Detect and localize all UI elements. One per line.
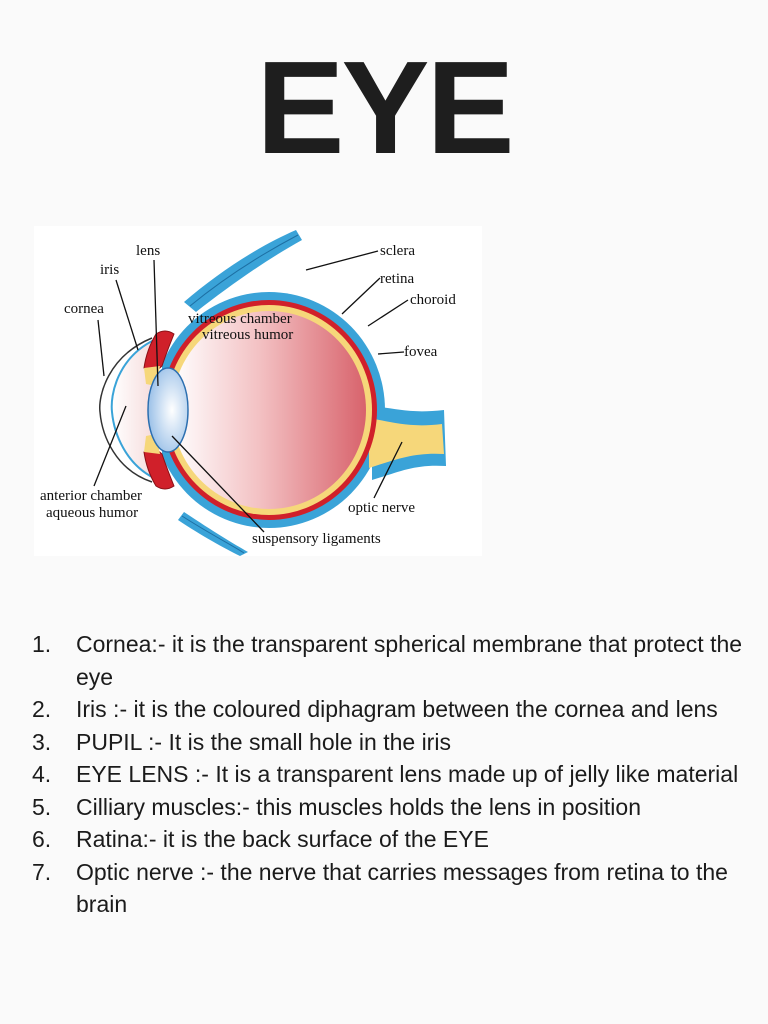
eye-diagram: lens iris cornea sclera retina choroid v… bbox=[34, 226, 482, 556]
lens-shape bbox=[147, 367, 189, 453]
label-vitreous-chamber: vitreous chamber bbox=[188, 311, 292, 327]
list-item-number: 3. bbox=[32, 728, 52, 755]
list-item: 3. PUPIL :- It is the small hole in the … bbox=[32, 726, 744, 759]
pointer-retina bbox=[341, 277, 381, 315]
list-item: 2. Iris :- it is the coloured diphagram … bbox=[32, 693, 744, 726]
list-item-text: Optic nerve :- the nerve that carries me… bbox=[76, 858, 728, 918]
pointer-anterior bbox=[93, 405, 127, 487]
eye-parts-list: 1. Cornea:- it is the transparent spheri… bbox=[32, 628, 744, 921]
pointer-choroid bbox=[367, 299, 409, 327]
pointer-fovea bbox=[377, 351, 405, 355]
list-item-number: 4. bbox=[32, 761, 52, 787]
list-item-text: Cornea:- it is the transparent spherical… bbox=[76, 631, 743, 690]
list-item-number: 5. bbox=[32, 793, 52, 820]
muscle-band-top bbox=[184, 230, 302, 312]
list-item-number: 2. bbox=[32, 696, 52, 722]
pointer-iris bbox=[115, 279, 139, 351]
list-item-text: Cilliary muscles:- this muscles holds th… bbox=[76, 793, 641, 820]
cornea-inner bbox=[110, 338, 155, 480]
muscle-band-line-top bbox=[189, 234, 299, 307]
ciliary-body-bottom bbox=[143, 448, 175, 490]
label-fovea: fovea bbox=[404, 344, 438, 360]
list-item-text: Iris :- it is the coloured diphagram bet… bbox=[76, 696, 718, 722]
page-title: EYE bbox=[256, 34, 514, 181]
ciliary-body-top bbox=[143, 330, 175, 372]
eye-diagram-svg: lens iris cornea sclera retina choroid v… bbox=[40, 230, 456, 556]
label-vitreous-humor: vitreous humor bbox=[202, 327, 293, 343]
optic-nerve bbox=[369, 418, 444, 468]
muscle-band-line-bottom bbox=[181, 515, 245, 554]
label-choroid: choroid bbox=[410, 292, 456, 308]
pointer-sclera bbox=[305, 250, 379, 271]
pointer-lens bbox=[153, 259, 159, 387]
label-optic-nerve: optic nerve bbox=[348, 500, 415, 516]
list-item-number: 7. bbox=[32, 858, 52, 885]
vitreous-chamber bbox=[172, 311, 366, 509]
pointer-suspensory bbox=[171, 435, 265, 533]
list-item: 1. Cornea:- it is the transparent spheri… bbox=[32, 628, 744, 693]
label-anterior-chamber: anterior chamber bbox=[40, 488, 142, 504]
label-retina: retina bbox=[380, 271, 414, 287]
cornea-outline bbox=[99, 337, 153, 483]
label-cornea: cornea bbox=[64, 301, 104, 317]
pointer-lines bbox=[93, 250, 409, 533]
list-item-number: 6. bbox=[32, 826, 52, 852]
list-item: 4. EYE LENS :- It is a transparent lens … bbox=[32, 758, 744, 791]
pointer-cornea bbox=[97, 319, 105, 377]
label-lens: lens bbox=[136, 243, 160, 259]
list-item-text: PUPIL :- It is the small hole in the iri… bbox=[76, 728, 451, 755]
list-item-text: EYE LENS :- It is a transparent lens mad… bbox=[76, 761, 739, 787]
label-iris: iris bbox=[100, 262, 119, 278]
label-suspensory-ligaments: suspensory ligaments bbox=[252, 531, 381, 547]
list-item: 6. Ratina:- it is the back surface of th… bbox=[32, 823, 744, 856]
list-item-text: Ratina:- it is the back surface of the E… bbox=[76, 826, 489, 852]
label-aqueous-humor: aqueous humor bbox=[46, 505, 138, 521]
list-item-number: 1. bbox=[32, 631, 52, 657]
list-item: 5. Cilliary muscles:- this muscles holds… bbox=[32, 791, 744, 824]
list-item: 7. Optic nerve :- the nerve that carries… bbox=[32, 856, 744, 921]
pointer-optic-nerve bbox=[373, 441, 403, 499]
label-sclera: sclera bbox=[380, 243, 415, 259]
